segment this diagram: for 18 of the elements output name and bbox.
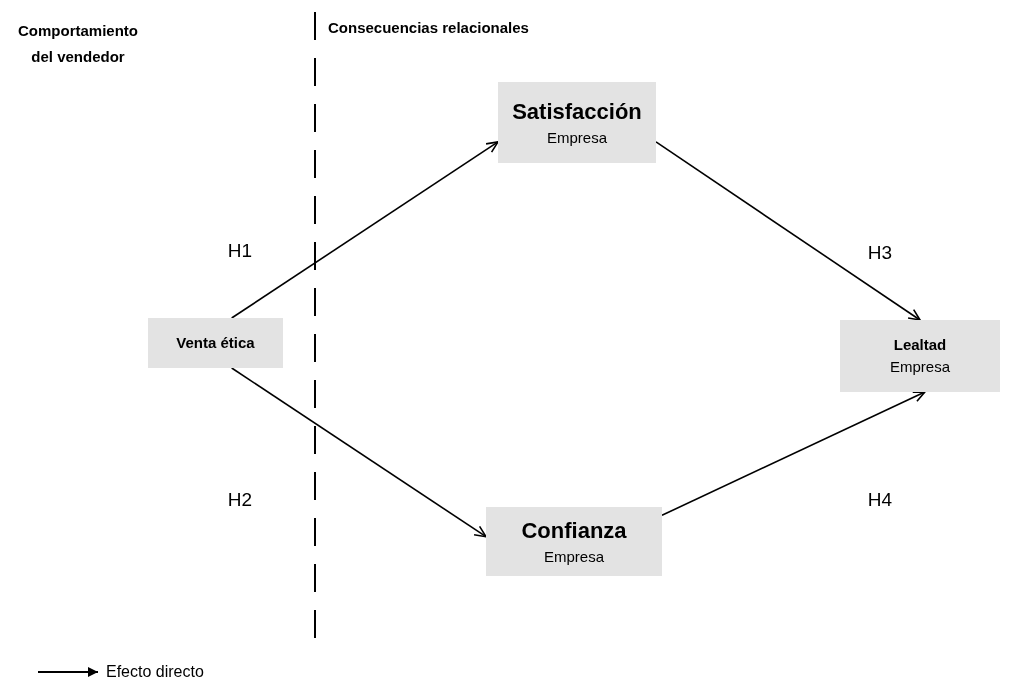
variable-subtitle: Empresa [544,546,604,567]
variable-box [486,507,662,576]
variable-box [840,320,1000,392]
arrow [230,367,487,538]
column-heading: Consecuencias relacionales [328,18,529,38]
variable-title: Confianza [521,516,627,545]
variable-box [498,82,656,163]
variable-box [148,318,283,368]
variable-subtitle: Empresa [890,357,950,377]
column-heading: Comportamiento del vendedor [17,21,139,67]
arrow [655,141,921,321]
variable-title: Satisfacción [512,97,642,126]
variable-title: Lealtad [893,335,947,355]
variable-subtitle: Empresa [547,127,607,148]
variable-title: Venta ética [176,333,255,353]
arrow [230,141,499,319]
legend-label: Efecto directo [106,662,204,682]
arrow [661,391,926,517]
